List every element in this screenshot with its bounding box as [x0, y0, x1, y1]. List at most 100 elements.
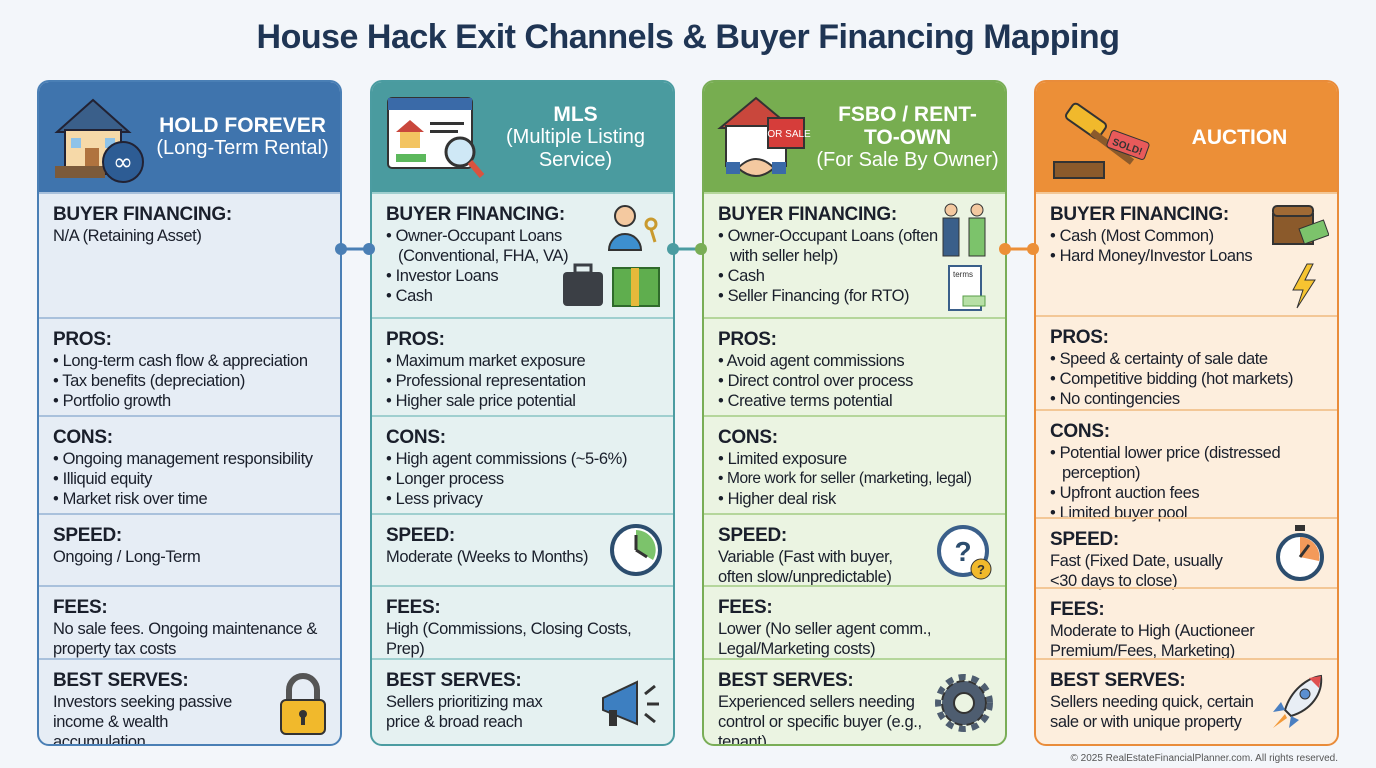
rocket-icon: [1273, 674, 1323, 728]
briefcase-cash-icon: [563, 263, 660, 307]
best-serves-section: BEST SERVES:Investors seeking passive in…: [39, 658, 340, 746]
column-subtitle: (Long-Term Rental): [156, 137, 329, 159]
connector-1-2: [335, 243, 375, 255]
section-heading: FEES:: [718, 597, 773, 618]
list-item: Seller Financing (for RTO): [718, 286, 938, 306]
section-heading: PROS:: [718, 329, 777, 350]
section-heading: BEST SERVES:: [386, 670, 522, 691]
speed-text: Variable (Fast with buyer, often slow/un…: [718, 548, 893, 586]
list-item: Owner-Occupant Loans (Conventional, FHA,…: [386, 226, 586, 266]
fees-text: Lower (No seller agent comm., Legal/Mark…: [718, 620, 932, 658]
fees-section: FEES:Lower (No seller agent comm., Legal…: [704, 585, 1005, 658]
gear-icon: [935, 674, 993, 732]
column-mls: MLS(Multiple Listing Service) BUYER FINA…: [370, 80, 675, 746]
stopwatch-icon: [1276, 525, 1324, 581]
pros-section: PROS:Long-term cash flow & appreciationT…: [39, 317, 340, 415]
speed-section: SPEED: Ongoing / Long-Term: [39, 513, 340, 585]
section-heading: CONS:: [53, 427, 113, 448]
list-item: Direct control over process: [718, 371, 993, 391]
list-item: Maximum market exposure: [386, 351, 661, 371]
best-serves-section: BEST SERVES:Sellers prioritizing max pri…: [372, 658, 673, 744]
section-heading: FEES:: [53, 597, 108, 618]
column-header: MLS(Multiple Listing Service): [372, 82, 673, 192]
fees-section: FEES:No sale fees. Ongoing maintenance &…: [39, 585, 340, 658]
section-heading: SPEED:: [53, 525, 122, 546]
for-sale-sign: FOR SALE: [761, 129, 811, 140]
best-serves-text: Sellers needing quick, certain sale or w…: [1050, 693, 1254, 731]
listing-search-icon: [387, 97, 485, 178]
doc-text: terms: [953, 270, 973, 279]
best-serves-section: BEST SERVES:Sellers needing quick, certa…: [1036, 658, 1337, 744]
section-heading: FEES:: [386, 597, 441, 618]
list-item: Less privacy: [386, 489, 661, 509]
column-title: FSBO / RENT-TO-OWN: [838, 102, 977, 149]
column-title: MLS: [553, 102, 598, 126]
fees-text: No sale fees. Ongoing maintenance & prop…: [53, 620, 317, 658]
buyer-financing-section: BUYER FINANCING:Cash (Most Common)Hard M…: [1036, 192, 1337, 315]
connector-3-4: [999, 243, 1039, 255]
list-item: Tax benefits (depreciation): [53, 371, 328, 391]
fees-text: High (Commissions, Closing Costs, Prep): [386, 620, 632, 658]
section-heading: BEST SERVES:: [1050, 670, 1186, 691]
section-heading: BUYER FINANCING:: [718, 204, 897, 225]
list-item: Higher deal risk: [718, 489, 993, 509]
column-header: FOR SALE FSBO / RENT-TO-OWN(For Sale By …: [704, 82, 1005, 192]
contract-document-icon: terms: [948, 265, 986, 311]
list-item: Market risk over time: [53, 489, 328, 509]
section-heading: SPEED:: [386, 525, 455, 546]
list-item: Illiquid equity: [53, 469, 328, 489]
list-item: Longer process: [386, 469, 661, 489]
section-heading: CONS:: [386, 427, 446, 448]
section-heading: SPEED:: [1050, 529, 1119, 550]
clock-icon: [610, 524, 662, 576]
section-heading: BUYER FINANCING:: [53, 204, 232, 225]
list-item: Limited exposure: [718, 449, 993, 469]
page-title: House Hack Exit Channels & Buyer Financi…: [256, 18, 1120, 56]
list-item: Owner-Occupant Loans (often with seller …: [718, 226, 939, 266]
list-item: No contingencies: [1050, 389, 1325, 409]
section-heading: CONS:: [1050, 421, 1110, 442]
two-people-handshake-icon: [942, 203, 986, 257]
speed-text: Fast (Fixed Date, usually <30 days to cl…: [1050, 552, 1223, 590]
list-item: Long-term cash flow & appreciation: [53, 351, 328, 371]
list-item: Cash: [718, 266, 938, 286]
pros-section: PROS:Maximum market exposureProfessional…: [372, 317, 673, 415]
fees-section: FEES:Moderate to High (Auctioneer Premiu…: [1036, 587, 1337, 660]
best-serves-section: BEST SERVES:Experienced sellers needing …: [704, 658, 1005, 744]
best-serves-text: Investors seeking passive income & wealt…: [53, 693, 232, 746]
pros-section: PROS:Avoid agent commissionsDirect contr…: [704, 317, 1005, 415]
house-handshake-icon: FOR SALE: [717, 96, 811, 177]
column-auction: SOLD! AUCTION BUYER FINANCING:Cash (Most…: [1034, 80, 1339, 746]
section-heading: FEES:: [1050, 599, 1105, 620]
list-item: Professional representation: [386, 371, 661, 391]
financing-text: N/A (Retaining Asset): [53, 227, 202, 245]
copyright-footer: © 2025 RealEstateFinancialPlanner.com. A…: [1070, 753, 1338, 764]
section-heading: BEST SERVES:: [718, 670, 854, 691]
column-header: ∞ HOLD FOREVER(Long-Term Rental): [39, 82, 340, 192]
column-title: AUCTION: [1191, 125, 1288, 149]
svg-text:?: ?: [977, 562, 985, 577]
list-item: More work for seller (marketing, legal): [718, 469, 993, 489]
buyer-keys-icon: [607, 205, 658, 251]
section-heading: SPEED:: [718, 525, 787, 546]
column-fsbo: FOR SALE FSBO / RENT-TO-OWN(For Sale By …: [702, 80, 1007, 746]
list-item: Portfolio growth: [53, 391, 328, 411]
column-subtitle: (For Sale By Owner): [816, 148, 999, 171]
fees-section: FEES:High (Commissions, Closing Costs, P…: [372, 585, 673, 658]
list-item: Potential lower price (distressed percep…: [1050, 443, 1320, 483]
lightning-icon: [1292, 263, 1316, 309]
best-serves-text: Sellers prioritizing max price & broad r…: [386, 693, 543, 731]
cons-section: CONS:Potential lower price (distressed p…: [1036, 409, 1337, 522]
svg-text:∞: ∞: [113, 148, 133, 176]
speed-section: SPEED:Variable (Fast with buyer, often s…: [704, 513, 1005, 586]
section-heading: PROS:: [386, 329, 445, 350]
speed-section: SPEED:Moderate (Weeks to Months): [372, 513, 673, 585]
fees-text: Moderate to High (Auctioneer Premium/Fee…: [1050, 622, 1255, 660]
speed-text: Ongoing / Long-Term: [53, 548, 201, 566]
speed-section: SPEED:Fast (Fixed Date, usually <30 days…: [1036, 517, 1337, 590]
section-heading: CONS:: [718, 427, 778, 448]
cons-section: CONS:Ongoing management responsibilityIl…: [39, 415, 340, 513]
column-header: SOLD! AUCTION: [1036, 82, 1337, 192]
list-item: Ongoing management responsibility: [53, 449, 328, 469]
list-item: Upfront auction fees: [1050, 483, 1320, 503]
